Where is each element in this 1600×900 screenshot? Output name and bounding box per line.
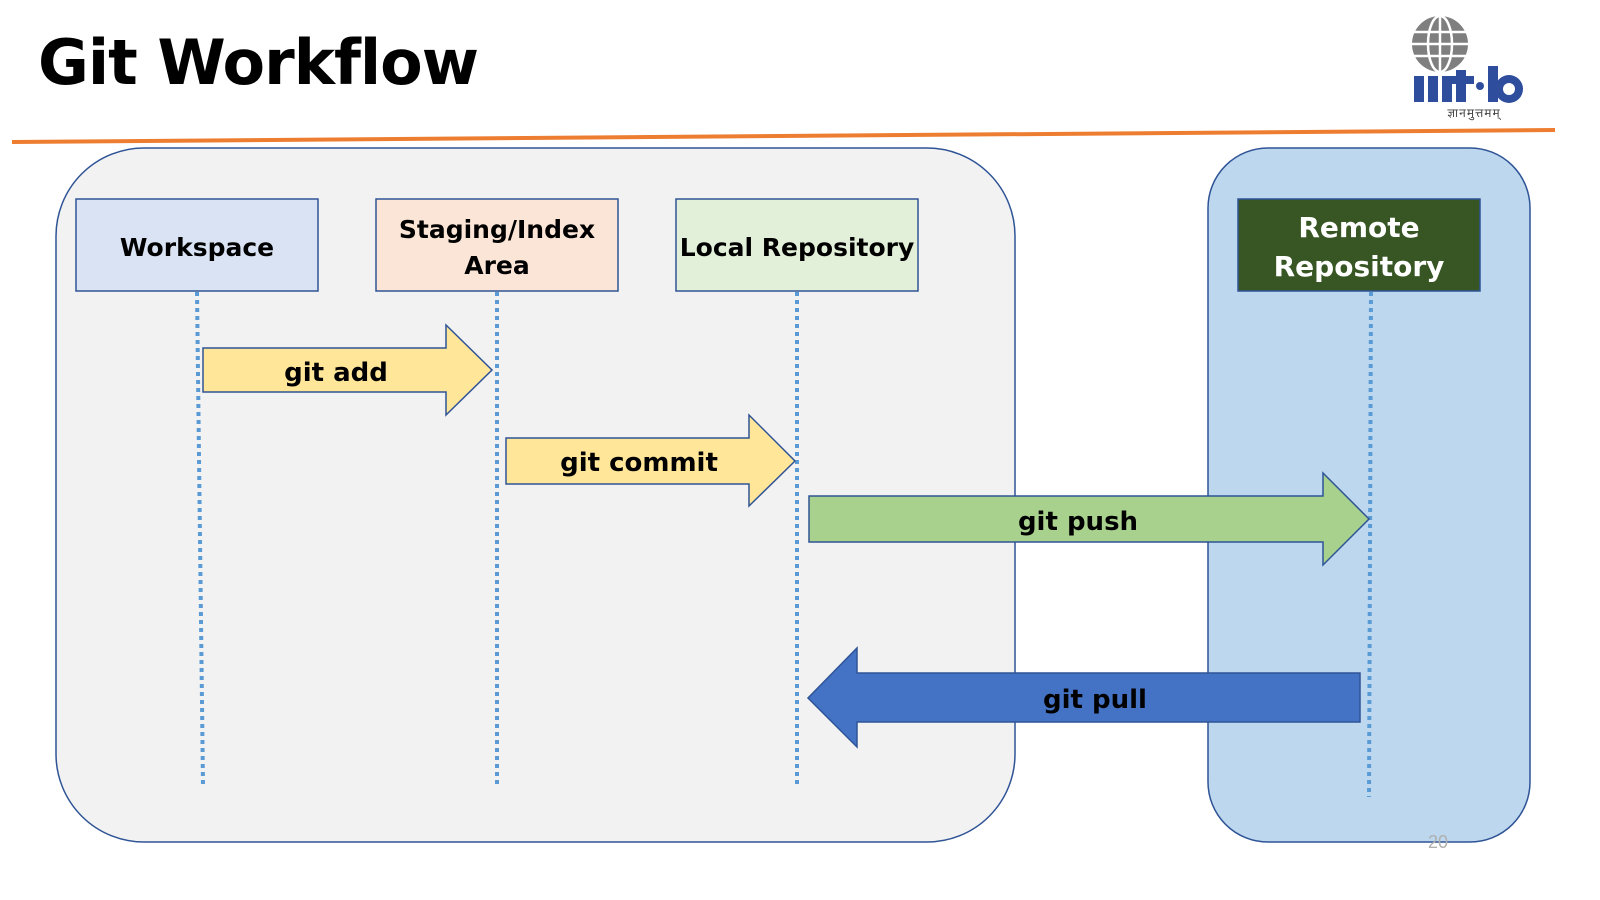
- git-pull-arrow: [806, 646, 1361, 749]
- title-divider: [11, 128, 1556, 144]
- git-push-label: git push: [1018, 507, 1138, 537]
- logo-wordmark: [1414, 66, 1523, 103]
- page-number: 20: [1427, 832, 1449, 852]
- remote-repo-box: [1237, 198, 1481, 292]
- local-panel: [55, 147, 1016, 843]
- remote-repo-label-line1: Remote: [1298, 211, 1419, 244]
- git-pull-label: git pull: [1043, 685, 1147, 715]
- workspace-lifeline: [195, 291, 205, 786]
- staging-label-line2: Area: [464, 251, 530, 280]
- local-repo-label: Local Repository: [680, 233, 915, 262]
- workspace-label: Workspace: [120, 233, 274, 262]
- git-commit-label: git commit: [560, 448, 718, 478]
- iiitb-logo: [1412, 14, 1523, 103]
- git-commit-arrow: [505, 413, 797, 508]
- logo-tagline: ज्ञानमुत्तमम्: [1447, 106, 1501, 120]
- git-add-label: git add: [284, 358, 388, 388]
- git-push-arrow: [808, 471, 1371, 567]
- remote-repo-label-line2: Repository: [1274, 250, 1445, 283]
- workspace-box: [75, 198, 319, 292]
- git-add-arrow: [202, 323, 494, 417]
- staging-box: [375, 198, 619, 292]
- slide-title: Git Workflow: [38, 26, 479, 99]
- globe-icon: [1412, 14, 1468, 74]
- local-repo-box: [675, 198, 919, 292]
- staging-label-line1: Staging/Index: [399, 215, 595, 244]
